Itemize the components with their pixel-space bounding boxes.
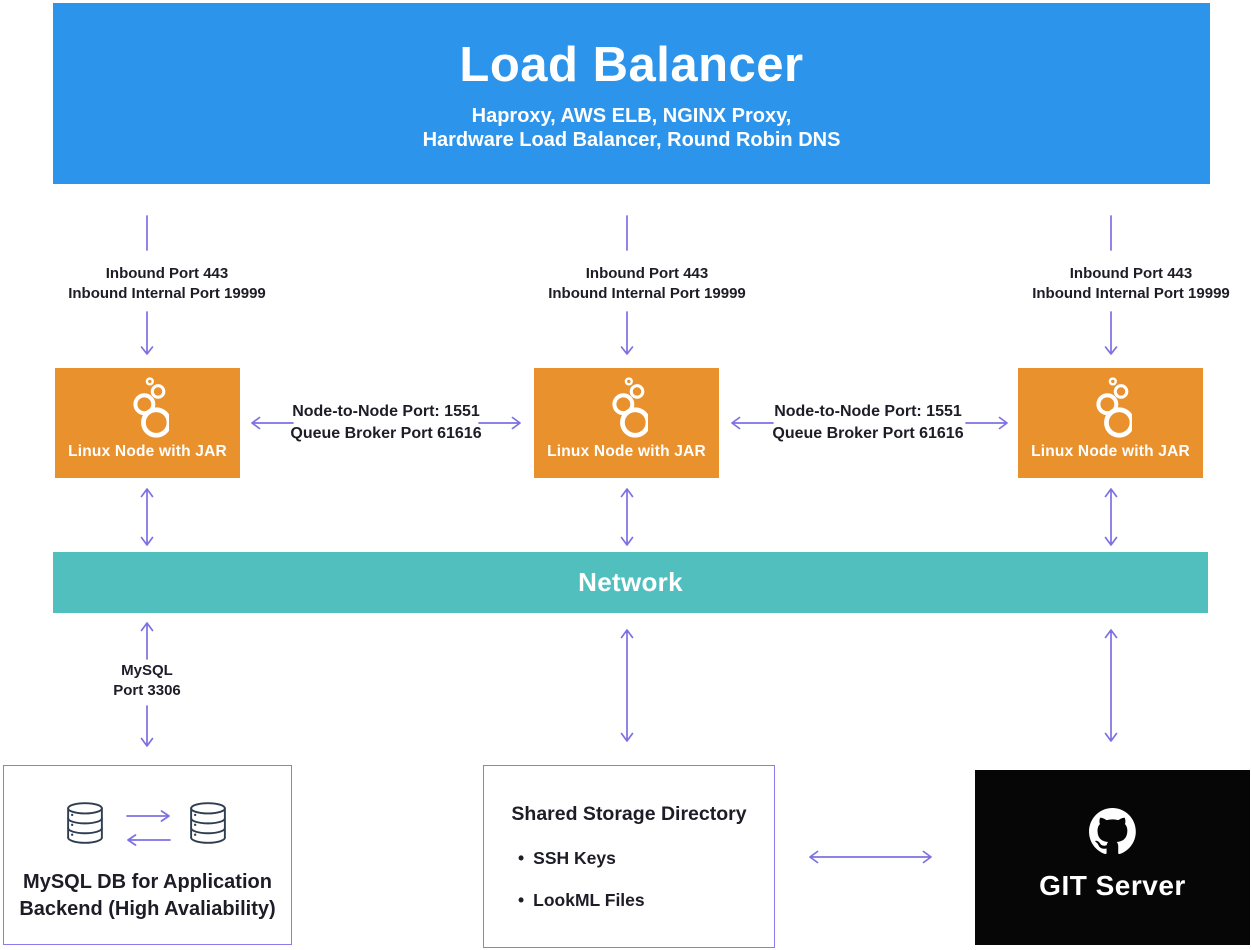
arrow-lb-to-node: [140, 311, 1118, 355]
mysql-db-label-line1: MySQL DB for Application: [23, 871, 272, 893]
linux-node-box-1: Linux Node with JAR: [55, 368, 240, 478]
node-link-label-1-line2: Queue Broker Port 61616: [290, 424, 482, 442]
looker-cluster-icon: [132, 377, 169, 438]
arrow-network-storage: [620, 629, 634, 742]
network-bar: Network: [53, 552, 1208, 613]
mysql-port-label: MySQL Port 3306: [67, 661, 227, 700]
linux-node-box-3: Linux Node with JAR: [1018, 368, 1203, 478]
node-link-label-2-line1: Node-to-Node Port: 1551: [774, 403, 962, 420]
load-balancer-subtitle-line2: Hardware Load Balancer, Round Robin DNS: [422, 129, 841, 151]
load-balancer-title: Load Balancer: [459, 38, 804, 92]
looker-cluster-icon: [1095, 377, 1132, 438]
git-server-label: GIT Server: [1039, 869, 1186, 901]
inbound-ports-label-3-line2: Inbound Internal Port 19999: [1032, 284, 1230, 302]
load-balancer-box: Load Balancer Haproxy, AWS ELB, NGINX Pr…: [53, 3, 1210, 184]
linux-node-label-2: Linux Node with JAR: [547, 443, 706, 460]
shared-storage-item-lookml-files: •LookML Files: [518, 890, 645, 910]
shared-storage-item-ssh-keys: •SSH Keys: [518, 848, 616, 868]
inbound-ports-label-1-line2: Inbound Internal Port 19999: [68, 284, 266, 302]
node-link-label-1: Node-to-Node Port: 1551 Queue Broker Por…: [276, 401, 496, 444]
node-link-label-2: Node-to-Node Port: 1551 Queue Broker Por…: [758, 401, 978, 444]
node-link-label-1-line1: Node-to-Node Port: 1551: [292, 403, 480, 420]
inbound-ports-label-1: Inbound Port 443 Inbound Internal Port 1…: [47, 264, 287, 303]
load-balancer-subtitle-line1: Haproxy, AWS ELB, NGINX Proxy,: [471, 105, 792, 127]
inbound-ports-label-2: Inbound Port 443 Inbound Internal Port 1…: [527, 264, 767, 303]
arrow-node-network: [140, 488, 1118, 546]
bullet-icon: •: [518, 890, 525, 910]
node-link-label-2-line2: Queue Broker Port 61616: [772, 424, 964, 442]
shared-storage-box: Shared Storage Directory •SSH Keys •Look…: [483, 765, 775, 948]
database-icon: [190, 802, 226, 844]
shared-storage-title: Shared Storage Directory: [511, 803, 747, 825]
git-server-box: GIT Server: [975, 770, 1250, 945]
inbound-ports-label-1-line1: Inbound Port 443: [105, 265, 229, 282]
inbound-ports-label-3-line1: Inbound Port 443: [1069, 265, 1193, 282]
mysql-db-box: MySQL DB for Application Backend (High A…: [3, 765, 292, 945]
linux-node-label-3: Linux Node with JAR: [1031, 443, 1190, 460]
inbound-ports-label-2-line1: Inbound Port 443: [585, 265, 709, 282]
linux-node-box-2: Linux Node with JAR: [534, 368, 719, 478]
arrow-lb-stub-lines: [146, 215, 1112, 251]
load-balancer-subtitle: Haproxy, AWS ELB, NGINX Proxy, Hardware …: [53, 104, 1210, 152]
inbound-ports-label-2-line2: Inbound Internal Port 19999: [548, 284, 746, 302]
arrow-storage-git: [809, 850, 932, 864]
mysql-port-label-line1: MySQL: [121, 662, 173, 679]
inbound-ports-label-3: Inbound Port 443 Inbound Internal Port 1…: [1011, 264, 1251, 303]
mysql-port-label-line2: Port 3306: [113, 681, 181, 699]
mysql-db-label-line2: Backend (High Avaliability): [19, 898, 276, 920]
looker-cluster-icon: [611, 377, 648, 438]
arrow-network-git: [1104, 629, 1118, 742]
mysql-db-label: MySQL DB for Application Backend (High A…: [4, 869, 291, 923]
github-icon: [1089, 807, 1136, 854]
database-icon: [67, 802, 103, 844]
linux-node-label-1: Linux Node with JAR: [68, 443, 227, 460]
bullet-icon: •: [518, 848, 525, 868]
shared-storage-list: •SSH Keys •LookML Files: [518, 848, 774, 911]
